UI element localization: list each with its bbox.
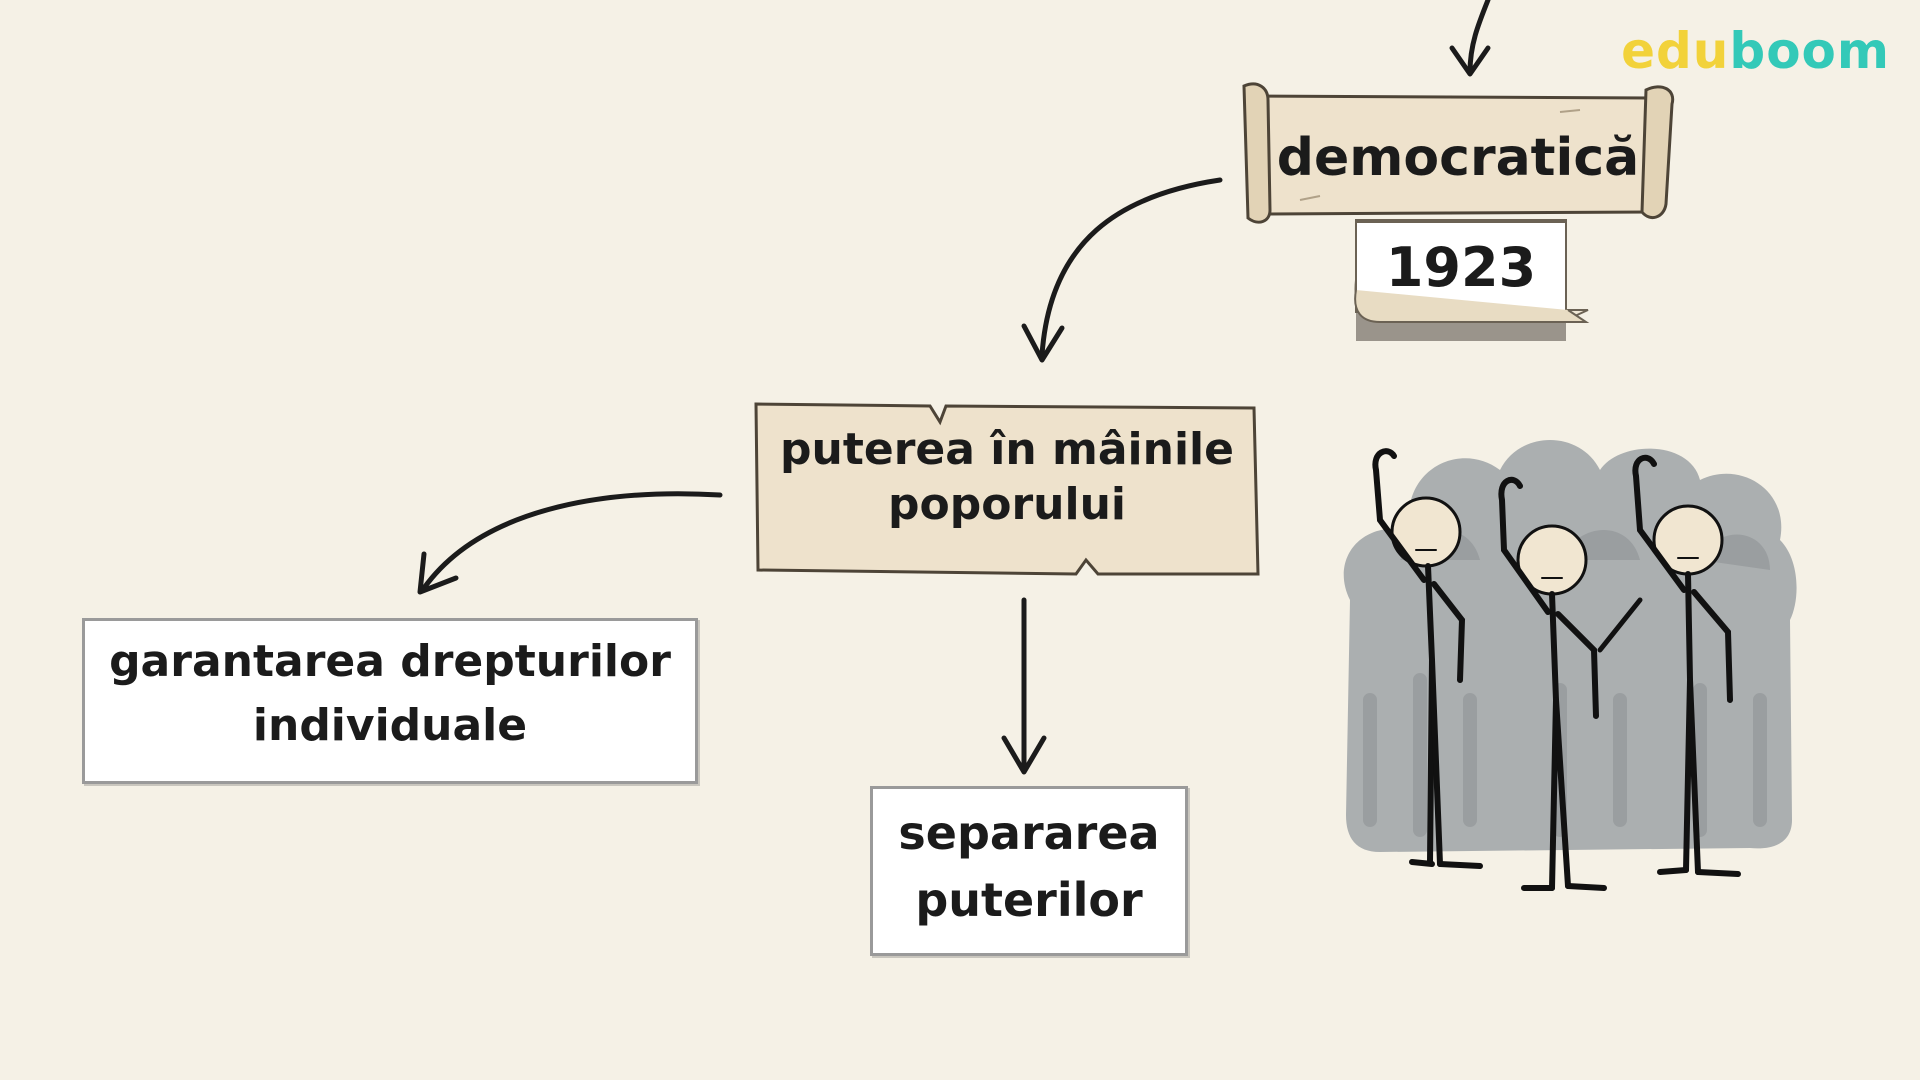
node-garantarea-line2: individuale [252, 699, 528, 751]
stick-figure-1 [1372, 448, 1483, 869]
node-democratica-text: democratică [1276, 128, 1640, 188]
node-puterea: puterea în mâinile poporului [758, 422, 1256, 532]
node-democratica: democratică [1258, 126, 1658, 191]
arrowhead-top [1449, 45, 1491, 77]
crowd-illustration [1343, 440, 1797, 891]
node-puterea-line2: poporului [888, 479, 1126, 530]
node-garantarea-line1: garantarea drepturilor [109, 636, 671, 687]
eduboom-logo: eduboom [1621, 22, 1890, 80]
box-garantarea [82, 618, 698, 784]
stick-figure-3 [1597, 454, 1741, 877]
node-garantarea: garantarea drepturilor individuale [82, 630, 698, 758]
scroll-democratica [1242, 82, 1675, 224]
calendar-1923 [1354, 219, 1590, 341]
node-separarea-line1: separarea [898, 806, 1160, 860]
parchment-puterea [754, 402, 1260, 576]
box-separarea [870, 786, 1188, 956]
arrow-democratica-to-puterea [1039, 177, 1223, 358]
node-year-text: 1923 [1385, 236, 1537, 299]
node-separarea: separarea puterilor [870, 800, 1188, 933]
arrowhead-separarea [1001, 735, 1047, 775]
node-separarea-line2: puterilor [915, 872, 1143, 927]
arrow-top-to-democratica [1467, 0, 1491, 75]
logo-part-edu: edu [1621, 22, 1730, 80]
stick-figure-2 [1498, 476, 1607, 891]
node-year-1923: 1923 [1356, 234, 1566, 302]
logo-part-boom: boom [1729, 22, 1890, 80]
node-puterea-line1: puterea în mâinile [780, 424, 1234, 475]
arrowhead-garantarea [417, 551, 459, 595]
arrow-puterea-to-garantarea [421, 491, 723, 591]
arrowhead-puterea [1021, 323, 1065, 363]
